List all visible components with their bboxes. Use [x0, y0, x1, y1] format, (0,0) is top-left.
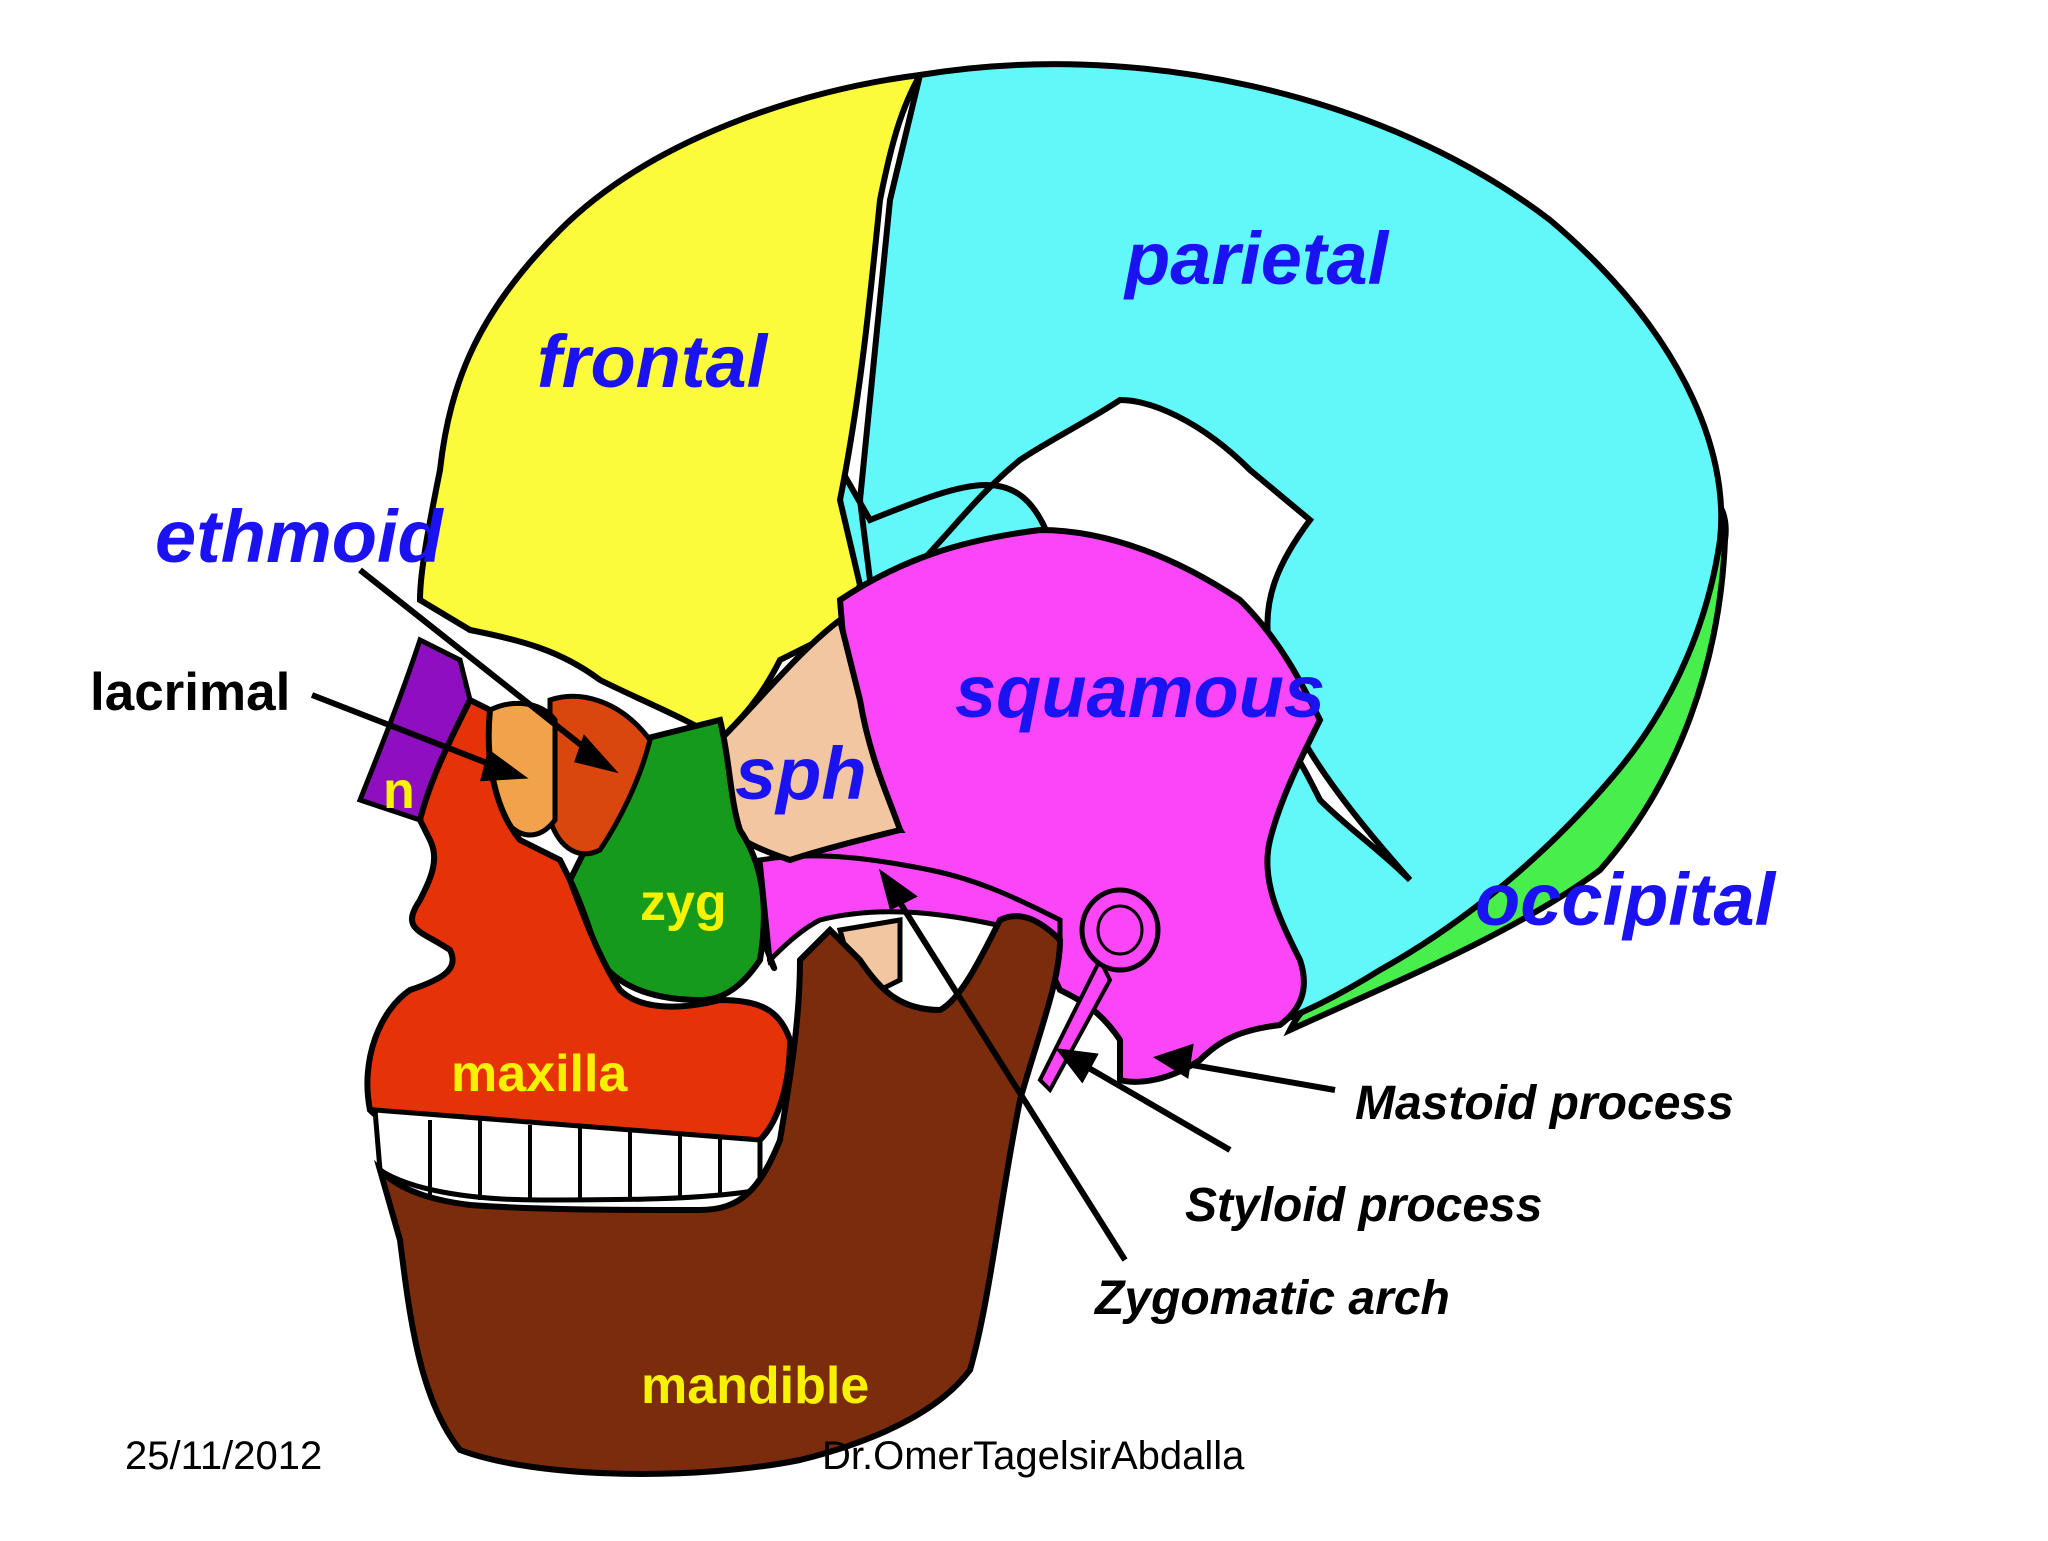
pointer-arrows	[310, 567, 1336, 1262]
styloid-process	[1037, 955, 1113, 1094]
squamous-temporal-bone	[756, 526, 1324, 1085]
label-sph: sph	[735, 732, 867, 815]
label-mandible: mandible	[641, 1357, 870, 1415]
arrow-mastoid	[1174, 1059, 1336, 1093]
label-zygomatic-arch: Zygomatic arch	[1095, 1272, 1450, 1325]
arrow-zygomatic-arch	[889, 888, 1128, 1262]
arrow-ethmoid-head	[574, 734, 619, 774]
label-ethmoid: ethmoid	[155, 495, 443, 578]
label-frontal: frontal	[537, 320, 768, 403]
label-zyg: zyg	[640, 874, 727, 932]
label-maxilla: maxilla	[451, 1045, 628, 1103]
label-n: n	[383, 762, 415, 820]
label-mastoid-process: Mastoid process	[1355, 1077, 1734, 1130]
footer-author: Dr.OmerTagelsirAbdalla	[822, 1434, 1245, 1478]
label-occipital: occipital	[1475, 858, 1776, 941]
footer-date: 25/11/2012	[125, 1434, 323, 1478]
arrow-ethmoid	[358, 567, 602, 763]
arrow-lacrimal	[310, 692, 507, 773]
external-auditory-meatus	[1079, 887, 1161, 973]
teeth-lines	[428, 1120, 722, 1200]
arrow-mastoid-head	[1152, 1043, 1194, 1079]
arrow-lacrimal-head	[480, 748, 529, 782]
mandible-bone	[373, 913, 1064, 1477]
label-squamous: squamous	[955, 650, 1326, 733]
arrow-styloid-head	[1055, 1048, 1099, 1084]
auditory-meatus-inner	[1096, 904, 1144, 956]
label-parietal: parietal	[1125, 217, 1389, 300]
ethmoid-bone	[547, 693, 653, 857]
upper-teeth	[372, 1107, 763, 1203]
arrow-zygomatic-arch-head	[878, 868, 918, 911]
label-lacrimal: lacrimal	[90, 663, 291, 722]
arrow-styloid	[1073, 1057, 1232, 1153]
frontal-bone	[416, 71, 926, 744]
label-styloid-process: Styloid process	[1185, 1179, 1543, 1232]
